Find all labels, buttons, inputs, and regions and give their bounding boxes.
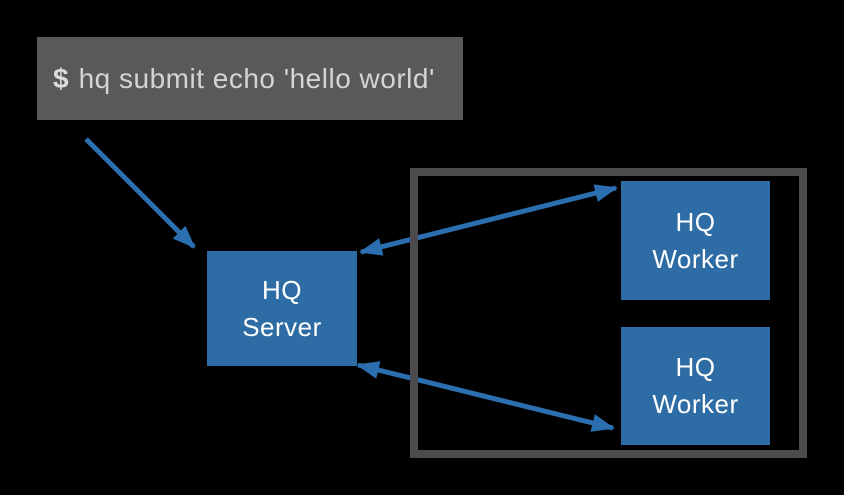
hq-server-node: HQ Server (207, 251, 357, 366)
hq-worker-node-2: HQ Worker (621, 327, 770, 445)
terminal-command-box: $ hq submit echo 'hello world' (37, 37, 463, 120)
shell-prompt-symbol: $ (53, 62, 70, 94)
hq-server-label: HQ Server (242, 274, 322, 342)
terminal-command-text: hq submit echo 'hello world' (78, 62, 435, 94)
arrow-submit-command-to-server (84, 137, 196, 249)
hq-worker-node-1: HQ Worker (621, 181, 770, 300)
hq-worker-2-label: HQ Worker (652, 352, 739, 419)
hq-worker-1-label: HQ Worker (652, 206, 739, 274)
workers-group-container (410, 168, 807, 458)
